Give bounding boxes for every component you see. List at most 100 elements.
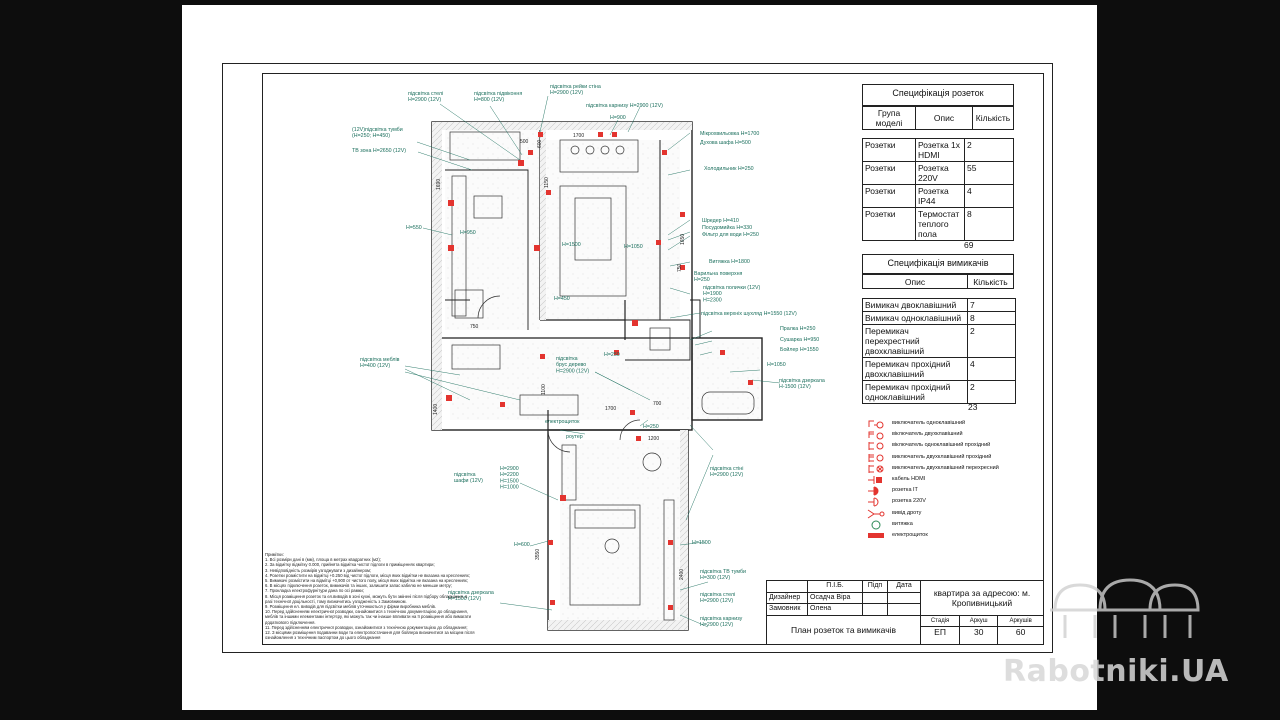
legend-label: виключатель двухклавішний прохідний [892, 453, 992, 460]
marker-13 [680, 265, 685, 270]
table-row: Перемикач прохідний одноклавішний 2 [862, 380, 1016, 404]
note-line: 5. Вимикачі розмістити на відмітці +0,90… [265, 578, 469, 584]
marker-1 [518, 160, 524, 166]
stamp-client-name: Олена [807, 603, 863, 616]
label-tv-zone: ТВ зона H=2650 (12V) [352, 148, 406, 154]
dimension-1700: 1700 [605, 406, 616, 412]
switch-single-icon [868, 420, 884, 429]
panel-icon [868, 533, 884, 538]
label-dryer: Сушарка H=950 [780, 337, 819, 343]
marker-16 [540, 354, 545, 359]
legend-label: кабель HDMI [892, 476, 926, 482]
marker-8 [534, 245, 540, 251]
dimension-1400: 1400 [433, 404, 439, 415]
furniture [449, 131, 755, 621]
note-line: 12. З місцями розміщення подаванни води … [265, 630, 475, 641]
marker-26 [550, 600, 555, 605]
label-h250b: H=250 [643, 424, 659, 430]
cell-desc: Вимикач двоклавішний [862, 298, 968, 312]
dining-table [559, 185, 627, 297]
dimension-1650: 1650 [680, 234, 686, 245]
ceiling-lamp-icon [604, 538, 620, 554]
toilet [649, 327, 671, 351]
kitchen-counter [449, 131, 521, 161]
legend-label: віключатель двухклавішний [892, 431, 963, 438]
table-row: Розетки Термостат теплого пола 8 [862, 207, 1014, 241]
stamp-stage: ЕП [919, 626, 961, 645]
sofa [574, 197, 612, 261]
stamp-col-pib: П.І.Б. [807, 580, 863, 593]
bed-headboard [574, 509, 636, 529]
switch-double-pass-icon [868, 453, 884, 462]
dimension-1700: 1700 [573, 133, 584, 139]
cell-qty: 8 [967, 311, 1016, 325]
cell-qty: 7 [967, 298, 1016, 312]
notes-title: Примітки: [265, 552, 284, 557]
stool-4 [615, 145, 625, 155]
table-row: Перемикач прохідний двохклавішний 4 [862, 357, 1016, 381]
label-microwave: Мікрохвильовка H=1700 [700, 131, 759, 137]
title-block: П.І.Б. Підп Дата квартира за адресою: м.… [766, 580, 1044, 646]
stamp-sheets-label: Аркушів [997, 614, 1044, 628]
notes-block: Примітки:1. Всі розміри дані в (мм), пло… [265, 552, 475, 640]
label-shredder: Шредер H=410 [702, 218, 739, 224]
label-h1050: H=1050 [624, 244, 643, 250]
dimension-1100: 1100 [541, 384, 547, 395]
inner-frame [262, 73, 1044, 645]
hall-bench [519, 394, 579, 416]
dimension-700: 700 [653, 401, 662, 407]
table-row: Розетки Розетка 1х HDMI 2 [862, 138, 1014, 162]
cell-qty: 8 [964, 207, 1014, 241]
dimension-3550: 3550 [535, 549, 541, 560]
cell-qty: 2 [967, 324, 1016, 358]
note-line: 2. За відмітку відмітку 0.000, прийнята … [265, 562, 435, 568]
label-drawer-light: підсвітка верхніх шухляд H=1550 (12V) [701, 311, 797, 317]
label-boiler: Бойлер H=1550 [780, 346, 819, 353]
note-line: 11. Перед здійсненням електричної розвод… [265, 624, 468, 630]
dimension-1690: 1690 [436, 179, 442, 190]
bedroom-wardrobe [561, 444, 577, 501]
stamp-sheet-label: Аркуш [959, 614, 999, 628]
stamp-designer-role: Дизайнер [766, 591, 808, 605]
label-washer: Пралка H=250 [780, 326, 815, 332]
door-swing-3 [619, 419, 641, 441]
socket-220v-icon [868, 497, 879, 507]
stamp-designer-name: Осадча Віра [807, 591, 863, 605]
legend-item: виключатель двухклавішний перехресний [866, 463, 1046, 474]
sockets-header-qty: Кількість [972, 106, 1014, 130]
note-line: 3. Невідповідність розмірів узгоджувати … [265, 567, 372, 573]
legend-label: розетка IT [892, 487, 918, 494]
legend-item: електрощиток [866, 530, 1046, 541]
sink-icon [473, 195, 503, 219]
bedroom-chair [642, 452, 662, 472]
legend-item: розетка 220V [866, 496, 1046, 507]
hall-floor [450, 340, 695, 420]
bathtub [701, 391, 755, 415]
cell-qty: 2 [967, 380, 1016, 404]
legend-label: розетка 220V [892, 498, 926, 505]
note-line: 1. Всі розміри дані в (мм), площа в метр… [265, 557, 381, 563]
label-tv-stand: (12V)підсвітка тумби(H=250; H=450) [352, 127, 403, 139]
cell-qty: 4 [967, 357, 1016, 381]
switches-total: 23 [968, 402, 978, 412]
legend-item: вивід дроту [866, 508, 1046, 519]
label-water-filter: Фільтр для води H=250 [702, 232, 759, 238]
stamp-designer-sign [862, 591, 888, 605]
label-h600: H=600 [514, 542, 530, 548]
table-row: Вимикач одноклавішний 8 [862, 311, 1016, 325]
marker-25 [668, 605, 673, 610]
dimension-600: 600 [537, 139, 543, 148]
table-row: Перемикач перехрестний двохклавішний 2 [862, 324, 1016, 358]
door-swing-1 [477, 295, 501, 319]
cell-qty: 4 [964, 184, 1014, 208]
legend-label: віключатель одноклавішний прохідний [892, 442, 991, 449]
cell-desc: Розетка IP44 [915, 184, 965, 208]
